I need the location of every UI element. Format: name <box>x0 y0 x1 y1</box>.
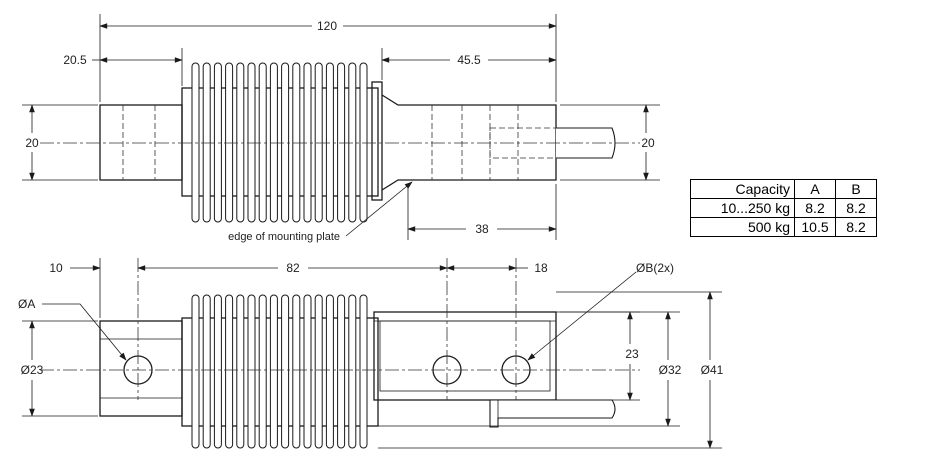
dim-dia-41: Ø41 <box>701 363 724 377</box>
bellows-fin <box>269 62 278 223</box>
edge-of-mounting-plate-label: edge of mounting plate <box>228 231 340 243</box>
bellows-fin <box>281 294 290 449</box>
bellows-fin <box>359 294 368 449</box>
dim-mount-offset: 38 <box>475 222 489 236</box>
bellows-fin <box>258 62 267 223</box>
bottom-right-block <box>373 311 557 401</box>
bellows-fin <box>337 62 346 223</box>
bottom-view: 10 82 18 ØA ØB(2x) Ø23 23 Ø32 <box>18 258 724 449</box>
dim-right-hole-spacing: 18 <box>534 261 548 275</box>
bellows-fin <box>292 294 301 449</box>
top-left-hub <box>99 104 183 181</box>
bellows-fin <box>213 62 222 223</box>
bellows-fin <box>247 294 256 449</box>
bellows-fin <box>225 294 234 449</box>
capacity-table: Capacity A B 10...250 kg 8.2 8.2 500 kg … <box>690 179 877 237</box>
bellows-fin <box>337 294 346 449</box>
table-cell: 8.2 <box>835 217 877 237</box>
table-header-a: A <box>794 179 836 199</box>
bellows-fin <box>191 294 200 449</box>
bellows-fin <box>325 62 334 223</box>
bellows-fin <box>348 62 357 223</box>
bottom-left-hub <box>99 320 183 417</box>
top-flange <box>371 81 383 201</box>
dim-overall-length: 120 <box>317 19 337 33</box>
table-cell: 10.5 <box>794 217 836 237</box>
table-cell: 10...250 kg <box>690 198 795 218</box>
dim-left-hub-length: 20.5 <box>63 53 87 67</box>
bellows-fin <box>292 62 301 223</box>
hole-b-label: ØB(2x) <box>636 261 674 275</box>
hole-a-label: ØA <box>18 297 35 311</box>
bellows-fin <box>236 62 245 223</box>
table-row: 500 kg 10.5 8.2 <box>690 217 877 237</box>
bellows-fin <box>348 294 357 449</box>
bellows-fin <box>303 294 312 449</box>
bellows-fin <box>281 62 290 223</box>
table-cell: 500 kg <box>690 217 795 237</box>
table-header-row: Capacity A B <box>690 179 877 199</box>
bellows-fin <box>236 294 245 449</box>
dim-right-hub-length: 45.5 <box>457 53 481 67</box>
bellows-fin <box>191 62 200 223</box>
dim-left-hub-height: 20 <box>25 136 39 150</box>
bottom-bellows-body <box>181 317 379 427</box>
bellows-fin <box>258 294 267 449</box>
dim-left-offset: 10 <box>49 261 63 275</box>
dim-dia-32: Ø32 <box>659 363 682 377</box>
table-row: 10...250 kg 8.2 8.2 <box>690 198 877 218</box>
dim-hole-spacing: 82 <box>286 261 300 275</box>
bellows-fin <box>303 62 312 223</box>
table-header-b: B <box>835 179 877 199</box>
bellows-fin <box>314 294 323 449</box>
bellows-fin <box>225 62 234 223</box>
table-cell: 8.2 <box>835 198 877 218</box>
bellows-fin <box>202 62 211 223</box>
bellows-fin <box>247 62 256 223</box>
bottom-cable <box>489 399 616 428</box>
bellows-fin <box>213 294 222 449</box>
bellows-fin <box>314 62 323 223</box>
table-cell: 8.2 <box>794 198 836 218</box>
top-bellows-body <box>181 87 379 197</box>
dim-right-hub-height: 20 <box>641 136 655 150</box>
top-bellows-fins <box>191 62 368 223</box>
bellows-fin <box>202 294 211 449</box>
bottom-bellows-fins <box>191 294 368 449</box>
bellows-fin <box>359 62 368 223</box>
top-view: 120 20.5 45.5 20 20 38 edge of mounting … <box>22 14 660 243</box>
top-right-hub <box>381 94 557 191</box>
table-header-capacity: Capacity <box>690 179 795 199</box>
bellows-fin <box>325 294 334 449</box>
dim-height-23: 23 <box>625 347 639 361</box>
bellows-fin <box>269 294 278 449</box>
dim-dia-23: Ø23 <box>21 363 44 377</box>
